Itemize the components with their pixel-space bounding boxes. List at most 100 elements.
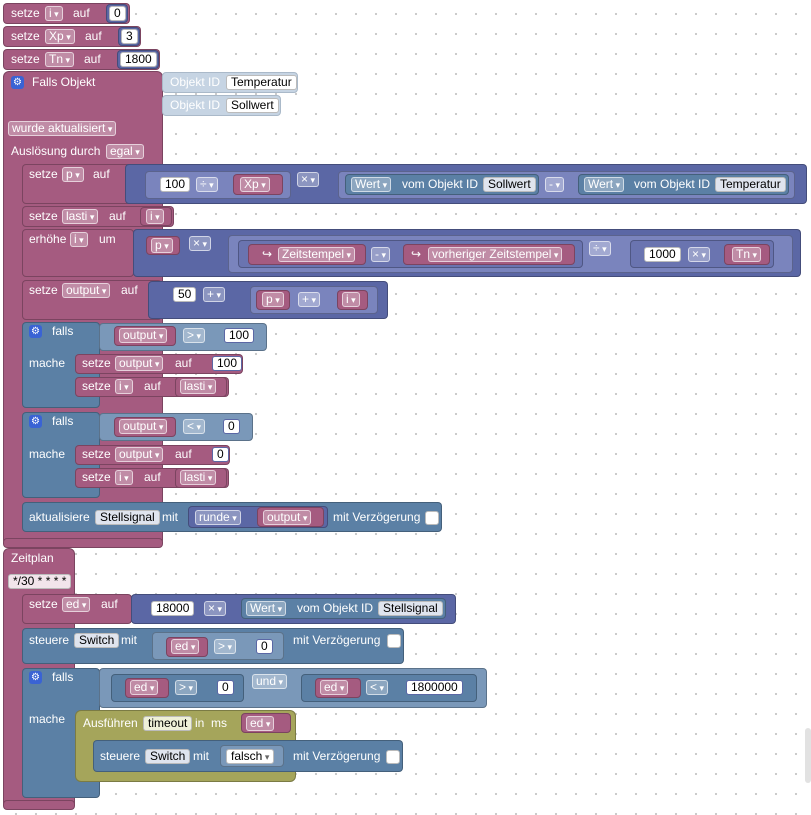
to-label: auf <box>101 597 118 611</box>
number-field[interactable]: 100 <box>224 328 255 343</box>
gear-icon[interactable]: ⚙ <box>29 671 42 684</box>
number-field[interactable]: 1800 <box>120 52 157 67</box>
number-field[interactable]: 100 <box>212 356 243 371</box>
do-label: mache <box>29 712 66 726</box>
timeout-name-field[interactable]: timeout <box>143 716 193 731</box>
number-field[interactable]: 3 <box>121 29 138 44</box>
var-i-dropdown[interactable]: i <box>115 379 133 394</box>
from-object-label: vom Objekt ID <box>297 601 374 615</box>
operator-dropdown[interactable]: ÷ <box>196 177 218 192</box>
number-field[interactable]: 0 <box>212 447 229 462</box>
var-p-dropdown[interactable]: p <box>262 292 284 307</box>
var-p-dropdown[interactable]: p <box>151 238 173 253</box>
operator-dropdown[interactable]: × <box>189 236 212 251</box>
var-tn-dropdown[interactable]: Tn <box>45 52 75 67</box>
var-lasti-dropdown[interactable]: lasti <box>180 379 217 394</box>
var-i-dropdown[interactable]: i <box>45 6 63 21</box>
var-i-dropdown[interactable]: i <box>70 232 88 247</box>
round-dropdown[interactable]: runde <box>195 510 241 525</box>
operator-dropdown[interactable]: + <box>203 287 226 302</box>
operator-dropdown[interactable]: > <box>214 639 237 654</box>
workspace-scrollbar[interactable] <box>805 728 811 783</box>
var-lasti-dropdown[interactable]: lasti <box>180 470 217 485</box>
number-field[interactable]: 50 <box>173 287 197 302</box>
var-i-dropdown[interactable]: i <box>342 292 360 307</box>
operator-dropdown[interactable]: × <box>688 247 711 262</box>
value-type-dropdown[interactable]: Wert <box>584 177 625 192</box>
value-type-dropdown[interactable]: Wert <box>351 177 392 192</box>
var-ed-dropdown[interactable]: ed <box>62 597 91 612</box>
var-output-dropdown[interactable]: output <box>119 328 168 343</box>
object-id-field[interactable]: Sollwert <box>226 98 279 113</box>
operator-dropdown[interactable]: × <box>204 601 227 616</box>
gear-icon[interactable]: ⚙ <box>29 415 42 428</box>
object-id-field[interactable]: Sollwert <box>483 177 536 192</box>
var-p-dropdown[interactable]: p <box>62 167 84 182</box>
number-field[interactable]: 0 <box>223 419 240 434</box>
operator-dropdown[interactable]: > <box>175 680 198 695</box>
number-field[interactable]: 0 <box>256 639 273 654</box>
object-id-field[interactable]: Temperatur <box>715 177 786 192</box>
gear-icon[interactable]: ⚙ <box>29 325 42 338</box>
number-field[interactable]: 1000 <box>644 247 681 262</box>
to-label: auf <box>121 283 138 297</box>
to-label: auf <box>85 29 102 43</box>
operator-dropdown[interactable]: < <box>183 419 206 434</box>
set-label: setze <box>11 6 40 20</box>
set-label: setze <box>82 447 111 461</box>
delay-checkbox[interactable] <box>387 634 401 648</box>
delay-checkbox[interactable] <box>386 750 400 764</box>
prev-timestamp-dropdown[interactable]: vorheriger Zeitstempel <box>428 247 563 262</box>
with-label: mit <box>193 749 209 763</box>
gear-icon[interactable]: ⚙ <box>11 76 24 89</box>
var-ed-dropdown[interactable]: ed <box>320 680 349 695</box>
to-label: auf <box>175 356 192 370</box>
number-field[interactable]: 0 <box>109 6 126 21</box>
var-i-dropdown[interactable]: i <box>146 209 164 224</box>
var-output-dropdown[interactable]: output <box>115 356 164 371</box>
object-id-field[interactable]: Switch <box>145 749 191 764</box>
var-output-dropdown[interactable]: output <box>115 447 164 462</box>
operator-dropdown[interactable]: + <box>298 292 321 307</box>
boolean-dropdown[interactable]: falsch <box>226 749 275 764</box>
trigger-mode-dropdown[interactable]: wurde aktualisiert <box>8 121 117 136</box>
var-lasti-dropdown[interactable]: lasti <box>62 209 99 224</box>
var-output-dropdown[interactable]: output <box>263 510 312 525</box>
delay-label: mit Verzögerung <box>293 633 381 647</box>
var-i-dropdown[interactable]: i <box>115 470 133 485</box>
ms-label: ms <box>211 716 227 730</box>
operator-dropdown[interactable]: - <box>545 177 565 192</box>
delay-checkbox[interactable] <box>425 511 439 525</box>
operator-dropdown[interactable]: > <box>183 328 206 343</box>
object-id-field[interactable]: Stellsignal <box>378 601 443 616</box>
value-type-dropdown[interactable]: Wert <box>246 601 287 616</box>
object-id-field[interactable]: Temperatur <box>226 75 297 90</box>
object-id-field[interactable]: Switch <box>74 633 120 648</box>
var-ed-dropdown[interactable]: ed <box>246 716 275 731</box>
by-label: um <box>99 232 116 246</box>
operator-dropdown[interactable]: - <box>371 247 391 262</box>
var-xp-dropdown[interactable]: Xp <box>240 177 270 192</box>
var-xp-dropdown[interactable]: Xp <box>45 29 75 44</box>
var-tn-dropdown[interactable]: Tn <box>732 247 762 262</box>
trigger-source-dropdown[interactable]: egal <box>106 144 144 159</box>
change-label: erhöhe <box>29 232 67 246</box>
var-ed-dropdown[interactable]: ed <box>130 680 159 695</box>
number-field[interactable]: 100 <box>160 177 191 192</box>
cron-field[interactable]: */30 * * * * <box>8 574 72 589</box>
number-field[interactable]: 18000 <box>151 601 195 616</box>
and-dropdown[interactable]: und <box>252 674 288 689</box>
var-output-dropdown[interactable]: output <box>119 419 168 434</box>
operator-dropdown[interactable]: < <box>366 680 389 695</box>
object-id-field[interactable]: Stellsignal <box>95 510 160 525</box>
to-label: auf <box>73 6 90 20</box>
timestamp-dropdown[interactable]: Zeitstempel <box>278 247 356 262</box>
var-ed-dropdown[interactable]: ed <box>171 639 200 654</box>
var-output-dropdown[interactable]: output <box>62 283 111 298</box>
operator-dropdown[interactable]: × <box>297 172 320 187</box>
set-i-block[interactable] <box>3 3 130 24</box>
in-label: in <box>195 716 205 730</box>
number-field[interactable]: 1800000 <box>406 680 463 695</box>
operator-dropdown[interactable]: ÷ <box>589 241 611 256</box>
number-field[interactable]: 0 <box>217 680 234 695</box>
